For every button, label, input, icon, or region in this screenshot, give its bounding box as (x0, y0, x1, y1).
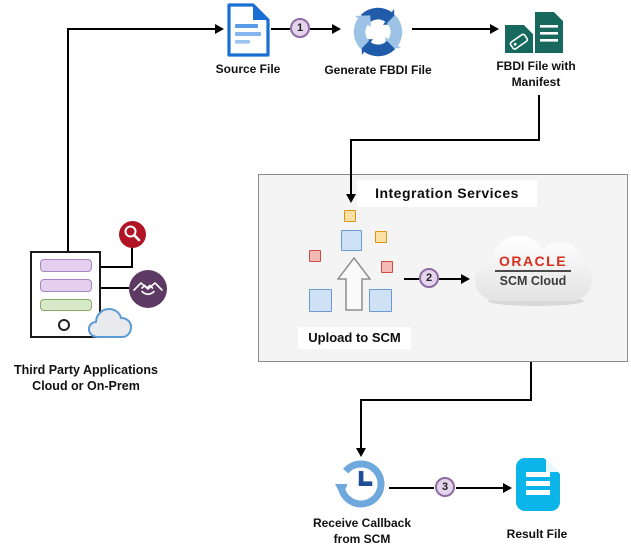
step-2-badge: 2 (419, 268, 439, 288)
orange-square (375, 231, 387, 243)
handshake-icon (133, 282, 163, 296)
oracle-cloud-text: ORACLE SCM Cloud (470, 225, 596, 309)
connector-line (389, 487, 434, 489)
step-3-number: 3 (441, 481, 449, 493)
blue-square (369, 289, 392, 312)
manifest-document-icon (535, 12, 563, 53)
connector-line (404, 278, 419, 280)
arrowhead-icon (461, 274, 470, 284)
fbdi-manifest-label: FBDI File with Manifest (496, 59, 576, 89)
connector-line (538, 95, 540, 141)
connector-line (131, 247, 133, 268)
cycle-arrows-icon (353, 7, 403, 57)
connector-line (310, 28, 334, 30)
red-square (381, 261, 393, 273)
orange-square (344, 210, 356, 222)
power-dot (58, 319, 70, 331)
divider (495, 269, 571, 272)
blue-square (309, 289, 332, 312)
clock-history-icon (335, 460, 385, 508)
arrowhead-icon (356, 448, 366, 457)
oracle-scm-cloud: ORACLE SCM Cloud (470, 225, 596, 309)
app-row-bar (40, 279, 92, 292)
connector-line (100, 266, 133, 268)
step-1-number: 1 (296, 22, 304, 34)
search-icon (124, 225, 141, 242)
connector-line (360, 399, 362, 449)
scm-cloud-label: SCM Cloud (499, 273, 567, 288)
arrowhead-icon (215, 24, 224, 34)
connector-line (350, 139, 352, 196)
generate-fbdi-label: Generate FBDI File (324, 63, 432, 77)
step-1-badge: 1 (290, 18, 310, 38)
arrowhead-icon (346, 194, 356, 203)
app-row-bar (40, 299, 92, 311)
integration-services-title: Integration Services (357, 180, 537, 207)
oracle-brand: ORACLE (498, 252, 568, 269)
app-row-bar (40, 259, 92, 272)
connector-line (360, 399, 532, 401)
connector-line (530, 361, 532, 401)
connector-line (412, 28, 492, 30)
third-party-label: Third Party Applications Cloud or On-Pre… (13, 363, 158, 394)
small-cloud-icon (88, 308, 132, 338)
result-file-icon (516, 458, 560, 511)
step-2-number: 2 (425, 272, 433, 284)
arrowhead-icon (332, 24, 341, 34)
result-file-label: Result File (506, 527, 568, 541)
receive-callback-label: Receive Callback from SCM (312, 516, 412, 546)
tag-document-icon (505, 25, 533, 53)
up-arrow-icon (337, 257, 371, 311)
connector-line (67, 28, 69, 251)
document-icon (227, 3, 270, 57)
source-file-label: Source File (215, 62, 281, 76)
connector-line (100, 287, 129, 289)
connector-line (350, 139, 540, 141)
upload-to-scm-label: Upload to SCM (298, 327, 411, 349)
search-badge (119, 221, 146, 248)
blue-square (341, 230, 362, 251)
connector-line (67, 28, 217, 30)
connector-line (439, 278, 465, 280)
cloud-icon (475, 236, 592, 306)
step-3-badge: 3 (435, 477, 455, 497)
arrowhead-icon (503, 483, 512, 493)
handshake-badge (129, 270, 167, 308)
red-square (309, 250, 321, 262)
arrowhead-icon (490, 24, 499, 34)
connector-line (271, 28, 290, 30)
connector-line (456, 487, 505, 489)
